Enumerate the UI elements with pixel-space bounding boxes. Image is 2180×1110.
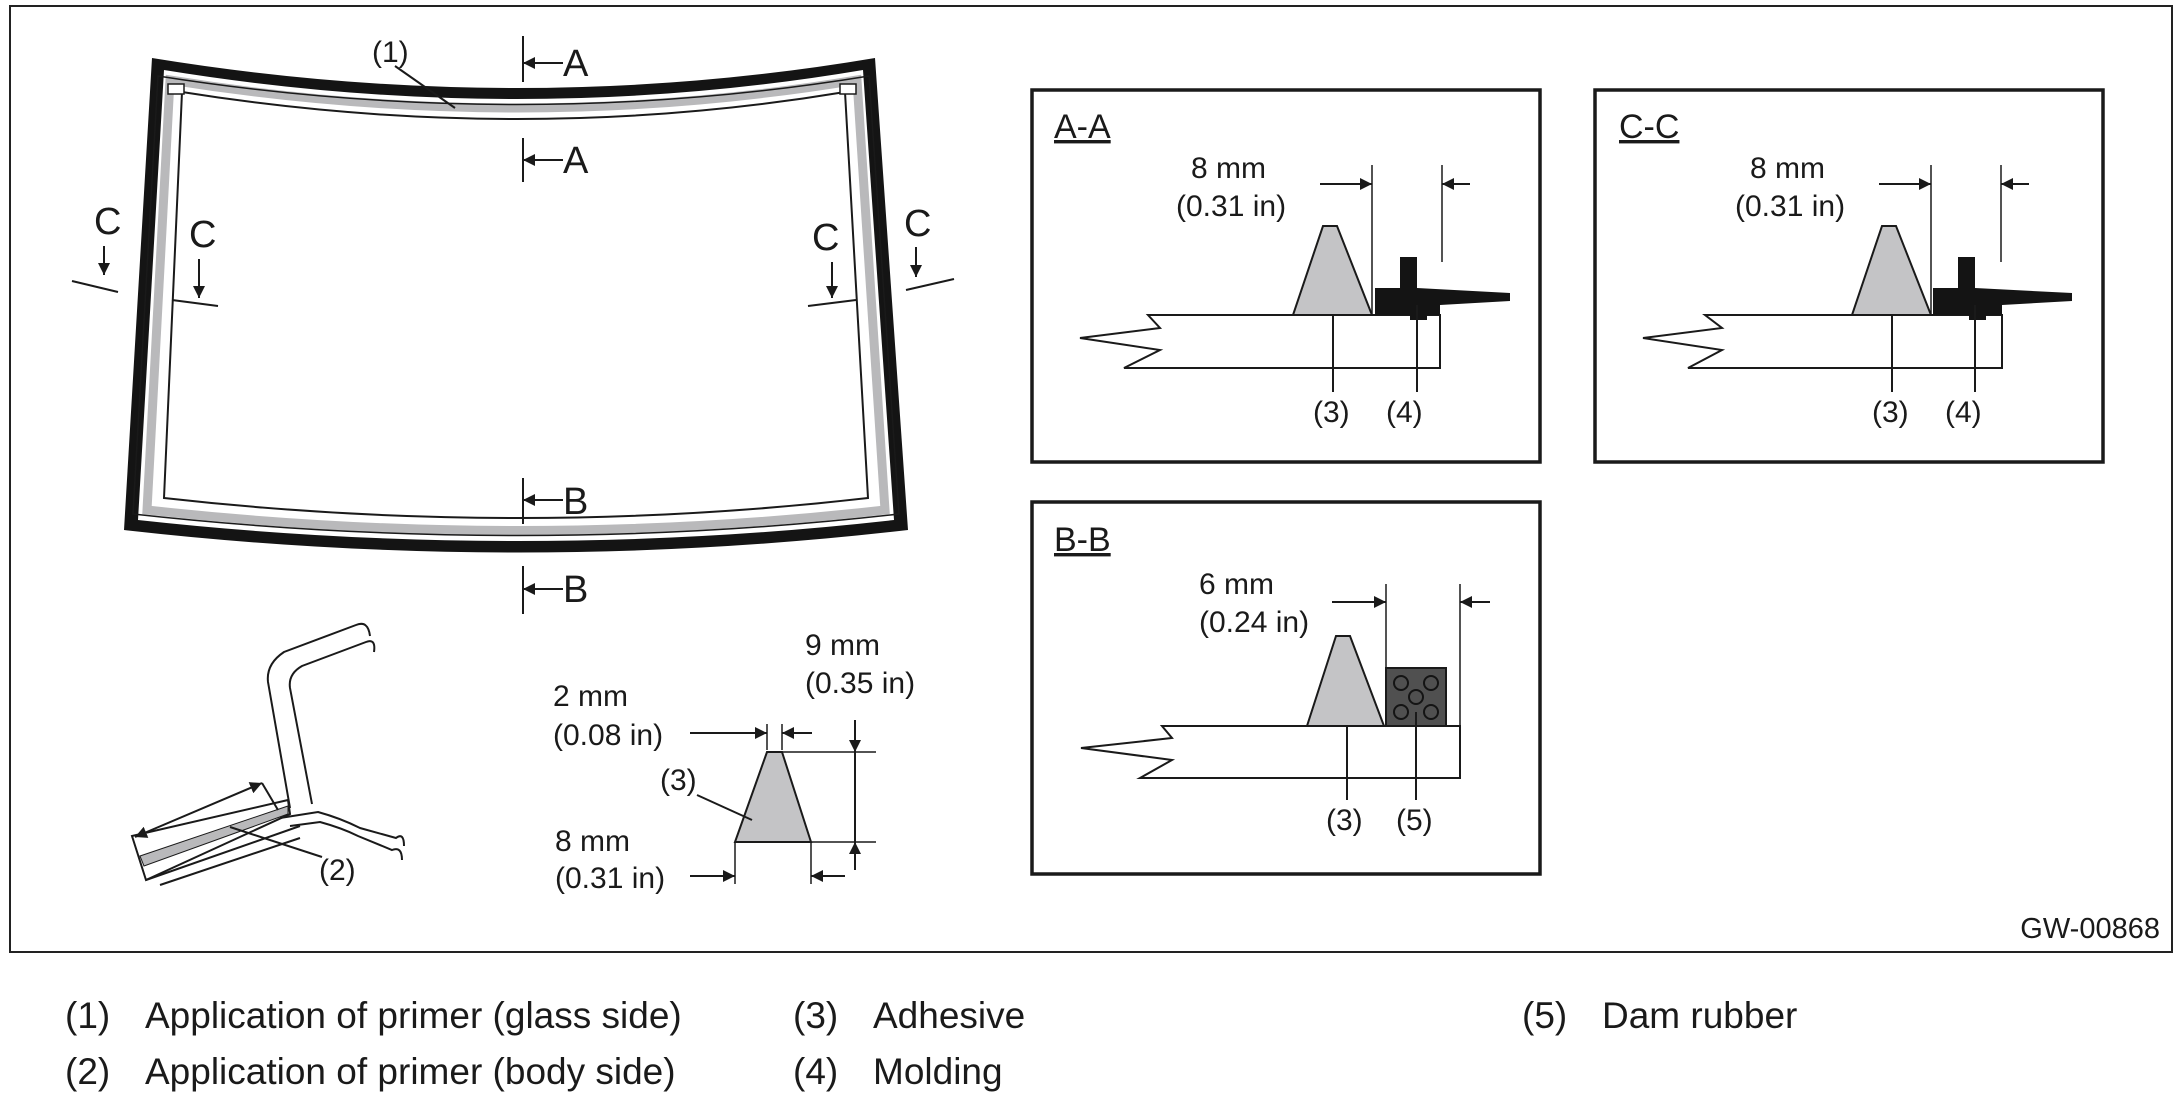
detail-bb-callout-adhesive: (3) xyxy=(1326,804,1363,837)
detail-bb-callout-dam: (5) xyxy=(1396,804,1433,837)
legend: (1) Application of primer (glass side) (… xyxy=(65,995,1797,1092)
section-mark-b: B B xyxy=(522,478,588,614)
primer-band-glass xyxy=(142,74,890,535)
svg-text:B: B xyxy=(563,569,588,611)
bead-base-width-in: (0.31 in) xyxy=(555,862,665,895)
detail-aa-title: A-A xyxy=(1054,108,1111,146)
detail-bb xyxy=(1030,500,1542,876)
legend-num-3: (3) xyxy=(793,995,838,1036)
legend-num-5: (5) xyxy=(1522,995,1567,1036)
svg-text:B: B xyxy=(563,481,588,523)
svg-text:C: C xyxy=(94,201,121,243)
legend-num-4: (4) xyxy=(793,1051,838,1092)
detail-aa-callout-molding: (4) xyxy=(1386,396,1423,429)
svg-text:C: C xyxy=(812,217,839,259)
dim-primer-body xyxy=(134,782,263,838)
detail-bb-dim: 6 mm xyxy=(1199,568,1274,601)
legend-text-5: Dam rubber xyxy=(1602,995,1797,1036)
section-mark-a: A A xyxy=(522,36,589,182)
legend-text-1: Application of primer (glass side) xyxy=(145,995,682,1036)
svg-text:A: A xyxy=(563,43,589,85)
legend-num-2: (2) xyxy=(65,1051,110,1092)
legend-text-3: Adhesive xyxy=(873,995,1025,1036)
legend-text-4: Molding xyxy=(873,1051,1003,1092)
bead-height: 9 mm xyxy=(805,629,880,662)
callout-primer-body: (2) xyxy=(319,854,356,887)
section-mark-c: C C C C xyxy=(71,201,955,307)
bead-top-width: 2 mm xyxy=(553,680,628,713)
bead-base-width: 8 mm xyxy=(555,825,630,858)
detail-aa xyxy=(1030,88,1542,464)
bead-height-in: (0.35 in) xyxy=(805,667,915,700)
windshield-outline xyxy=(124,58,908,553)
bead-top-width-in: (0.08 in) xyxy=(553,719,663,752)
detail-bb-title: B-B xyxy=(1054,521,1111,559)
svg-text:C: C xyxy=(189,214,216,256)
detail-cc xyxy=(1593,88,2105,464)
detail-bb-dim-in: (0.24 in) xyxy=(1199,606,1309,639)
legend-text-2: Application of primer (body side) xyxy=(145,1051,676,1092)
figure-frame xyxy=(9,5,2173,953)
detail-cc-callout-adhesive: (3) xyxy=(1872,396,1909,429)
detail-cc-title: C-C xyxy=(1619,108,1679,146)
figure-code: GW-00868 xyxy=(2020,913,2160,945)
detail-cc-dim-in: (0.31 in) xyxy=(1735,190,1845,223)
bead-profile xyxy=(690,720,876,884)
detail-aa-callout-adhesive: (3) xyxy=(1313,396,1350,429)
callout-primer-glass: (1) xyxy=(372,36,409,69)
detail-cc-dim: 8 mm xyxy=(1750,152,1825,185)
legend-num-1: (1) xyxy=(65,995,110,1036)
detail-cc-callout-molding: (4) xyxy=(1945,396,1982,429)
svg-text:C: C xyxy=(904,203,931,245)
leader-primer-body xyxy=(229,826,323,858)
leader-primer-glass xyxy=(394,65,456,109)
detail-aa-dim-in: (0.31 in) xyxy=(1176,190,1286,223)
bead-callout: (3) xyxy=(660,764,697,797)
svg-text:A: A xyxy=(563,140,589,182)
detail-aa-dim: 8 mm xyxy=(1191,152,1266,185)
